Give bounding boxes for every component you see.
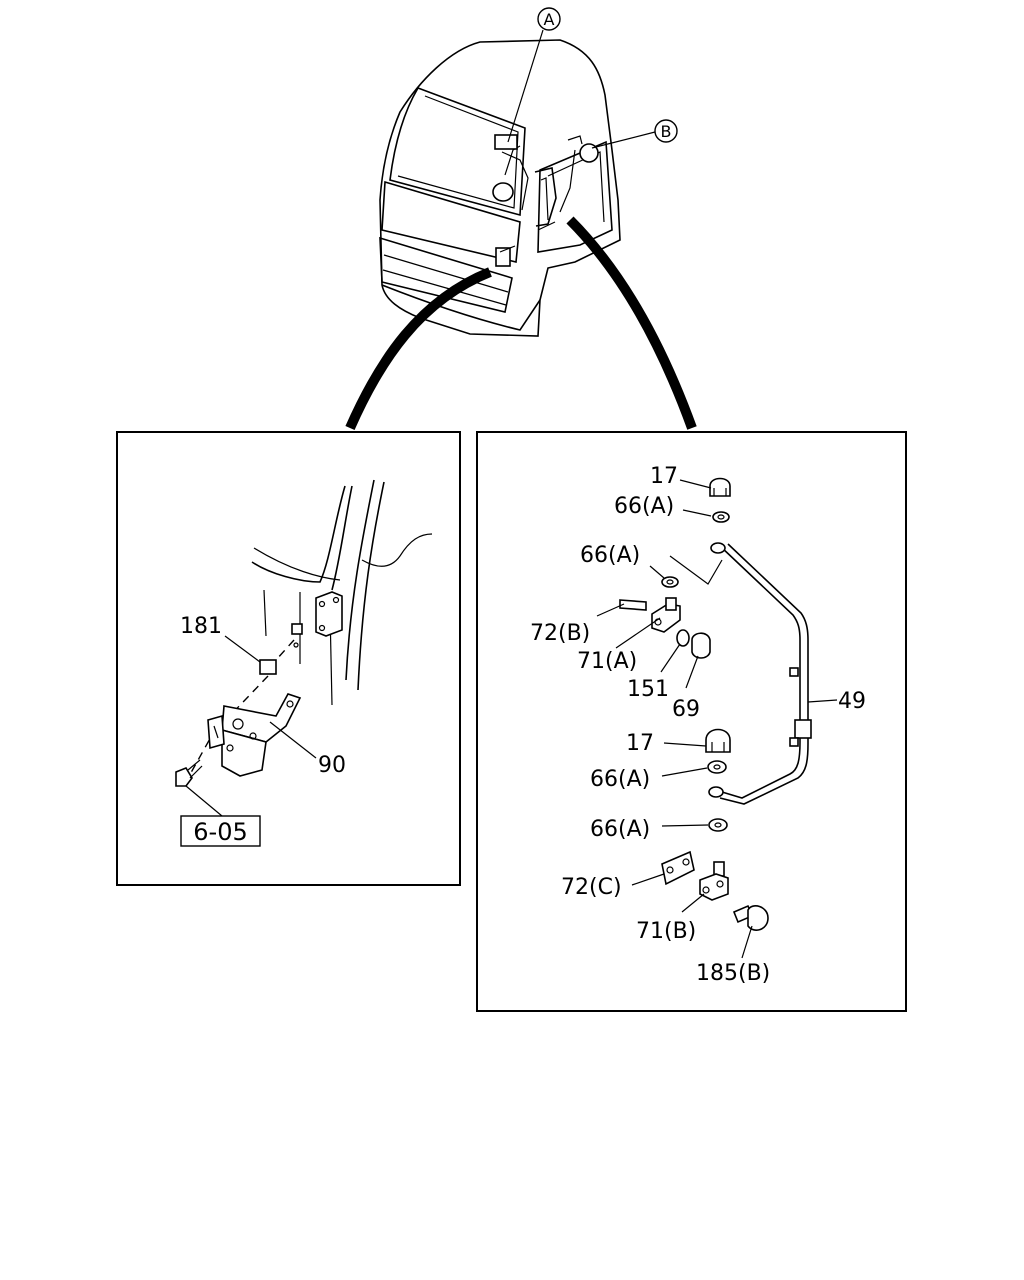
part-66a-washer-3 — [707, 760, 727, 774]
part-71b-clamp — [699, 861, 729, 901]
part-66a-washer-2 — [661, 576, 679, 588]
part-185b-bolt — [732, 904, 769, 931]
callout-a-label: A — [544, 10, 555, 29]
right-panel-frame — [476, 431, 907, 1012]
label-71a: 71(A) — [577, 649, 637, 674]
label-17-top: 17 — [650, 464, 678, 489]
part-17-mid-nut — [705, 728, 731, 753]
label-72c: 72(C) — [561, 875, 622, 900]
label-72b: 72(B) — [530, 621, 590, 646]
part-181-clip — [259, 659, 277, 675]
label-181: 181 — [180, 614, 222, 639]
label-151: 151 — [627, 677, 669, 702]
ref-box-frame — [180, 815, 261, 847]
detail-leader-left — [345, 267, 492, 431]
ref-6-05-bolt — [175, 759, 203, 787]
callout-b-label: B — [661, 122, 672, 141]
part-66a-washer-1 — [712, 511, 730, 523]
part-17-top-nut — [709, 477, 731, 497]
label-49: 49 — [838, 689, 866, 714]
ref-box-6-05: 6-05 — [193, 818, 247, 846]
label-90: 90 — [318, 753, 346, 778]
callout-b-circle — [654, 119, 678, 143]
label-66a-1: 66(A) — [614, 494, 674, 519]
label-185b: 185(B) — [696, 961, 770, 986]
part-71a-clamp — [651, 597, 681, 633]
label-66a-3: 66(A) — [590, 767, 650, 792]
part-66a-washer-4 — [708, 818, 728, 832]
part-49-stay-rod — [708, 542, 812, 805]
left-detail-panel: 181 90 6-05 — [116, 431, 461, 886]
left-panel-frame — [116, 431, 461, 886]
part-69-nut — [691, 632, 711, 659]
truck-cab-overview: A B — [345, 7, 697, 431]
label-66a-4: 66(A) — [590, 817, 650, 842]
label-66a-2: 66(A) — [580, 543, 640, 568]
right-detail-panel: 17 66(A) 66(A) 72(B) 71(A) 151 69 49 17 … — [476, 431, 907, 1012]
part-72c-plate — [661, 850, 695, 886]
part-151-washer — [676, 629, 690, 647]
callout-a-circle — [537, 7, 561, 31]
label-17-mid: 17 — [626, 731, 654, 756]
part-72b-plate — [619, 599, 647, 611]
label-71b: 71(B) — [636, 919, 696, 944]
label-69: 69 — [672, 697, 700, 722]
detail-leader-right — [566, 216, 697, 430]
